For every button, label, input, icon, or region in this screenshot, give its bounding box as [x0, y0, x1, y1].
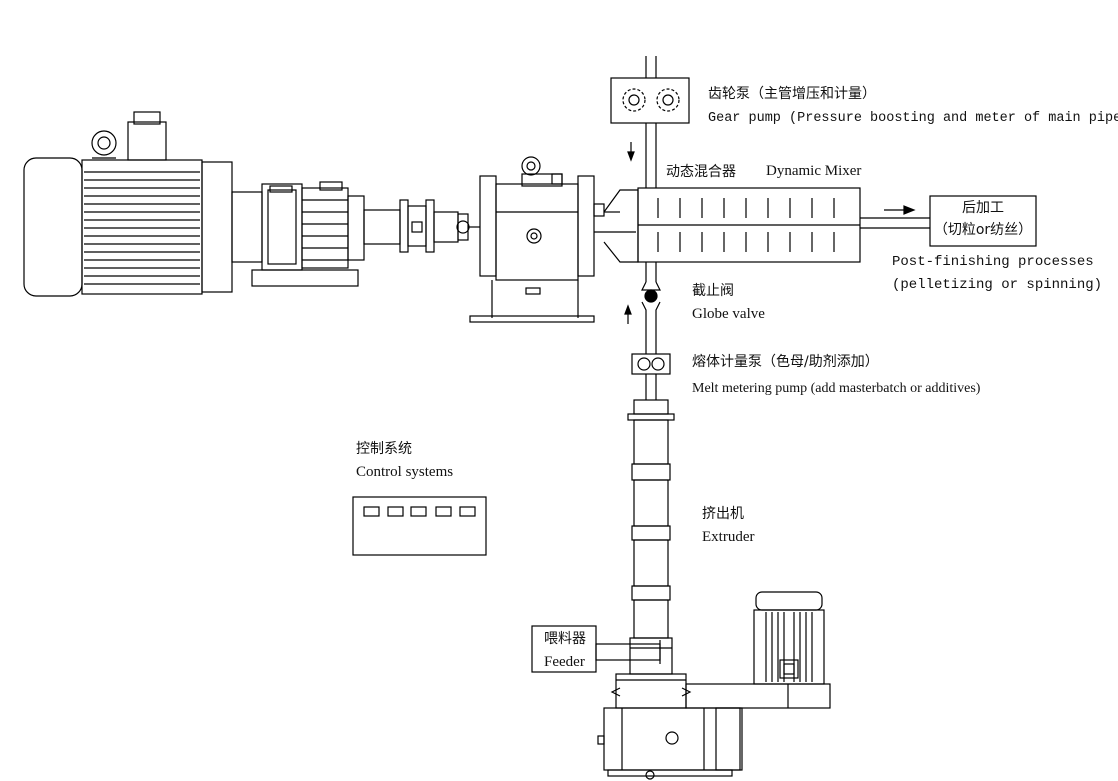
feeder — [531, 625, 661, 673]
melt-pump-label-cn: 熔体计量泵（色母/助剂添加） — [692, 354, 879, 370]
dynamic-mixer-body — [637, 187, 930, 263]
control-panel — [352, 496, 487, 556]
dynamic-mixer-label-en: Dynamic Mixer — [766, 163, 862, 179]
melt-metering-pump — [631, 353, 671, 400]
extruder-motor — [753, 591, 825, 685]
gear-pump — [610, 56, 690, 188]
mixer-drive — [469, 156, 639, 323]
coupling — [363, 199, 480, 253]
post-finishing-box — [929, 195, 1037, 247]
mixer-blades — [657, 198, 835, 252]
globe-valve-label-en: Globe valve — [692, 306, 765, 322]
feeder-label-cn: 喂料器 — [544, 631, 586, 647]
dynamic-mixer-label-cn: 动态混合器 — [666, 164, 736, 180]
melt-pump-label-en: Melt metering pump (add masterbatch or a… — [692, 381, 981, 396]
vertical-pipe — [641, 262, 661, 354]
post-finishing-label-cn: 后加工 — [962, 200, 1004, 216]
post-finishing-label-en: Post-finishing processes — [892, 254, 1094, 270]
motor-fins — [84, 171, 200, 285]
post-finishing-label-en-sub: (pelletizing or spinning) — [892, 277, 1103, 293]
post-finishing-label-cn-sub: （切粒or纺丝） — [933, 222, 1033, 238]
flow-arrow-valve — [624, 304, 632, 324]
feeder-label-en: Feeder — [544, 654, 585, 670]
control-label-en: Control systems — [356, 464, 454, 480]
globe-valve-symbol — [644, 289, 658, 303]
extruder-label-cn: 挤出机 — [702, 506, 744, 522]
extruder-gearbox — [597, 673, 831, 780]
gear-pump-label-en: Gear pump (Pressure boosting and meter o… — [708, 111, 1118, 126]
reducer — [251, 181, 365, 287]
flow-arrow-output — [884, 205, 916, 215]
control-label-cn: 控制系统 — [356, 441, 412, 457]
motor — [23, 111, 263, 297]
flow-arrow-gear-pump — [627, 142, 635, 162]
extruder-label-en: Extruder — [702, 529, 755, 545]
globe-valve-label-cn: 截止阀 — [692, 283, 734, 299]
gear-pump-label-cn: 齿轮泵（主管增压和计量） — [708, 86, 876, 102]
extruder-barrel — [627, 399, 675, 675]
